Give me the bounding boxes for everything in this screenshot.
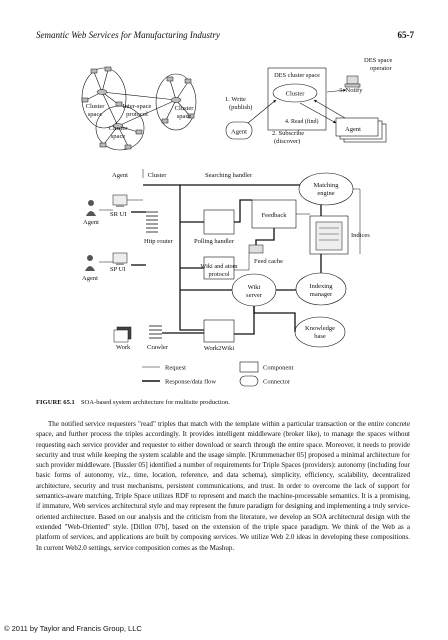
sr-ui-monitor-icon [112, 194, 128, 207]
work-document-icon [113, 326, 132, 343]
cluster-column-label: Cluster [148, 172, 168, 179]
figure-caption: FIGURE 65.1 SOA-based system architecture… [36, 399, 230, 406]
legend-request-label: Request [165, 365, 186, 372]
legend-connector-label: Connector [263, 379, 291, 386]
agent-person-icon-bottom [85, 255, 95, 271]
polling-handler-label: Polling handler [194, 238, 235, 245]
write-publish-label: 1. Write(publish) [225, 96, 252, 111]
cluster-space-right-ring [155, 73, 197, 131]
read-find-label: 4. Read (find) [285, 118, 319, 125]
agent-bottom-label: Agent [82, 275, 98, 282]
des-arrows [247, 88, 347, 124]
crawler-label: Crawler [147, 344, 169, 351]
feed-cache-icon: Feed cache [248, 244, 283, 265]
data-flow-lines [131, 184, 322, 335]
feedback-box: Feedback [251, 199, 297, 229]
searching-handler-label: Searching handler [205, 172, 253, 179]
feed-cache-label: Feed cache [254, 258, 283, 265]
subscribe-discover-label: 2. Subscribe(discover) [272, 130, 304, 145]
indices-icon: Indices [309, 215, 370, 255]
agent-person-icon-top [86, 200, 96, 216]
body-paragraph: The notified service requesters "read" t… [36, 420, 410, 552]
work-label: Work [116, 344, 131, 351]
agent-top-label: Agent [83, 219, 99, 226]
sr-ui-label: SR UI [110, 211, 126, 218]
crawler-icon [149, 325, 162, 339]
des-cluster-space-box: DES cluster space Cluster [267, 67, 327, 131]
agent-left-node: Agent [225, 121, 253, 140]
work2wiki-box: Work2Wiki [203, 319, 234, 352]
cluster-label: Cluster [286, 91, 306, 98]
agent-left-label: Agent [231, 129, 247, 136]
running-head: Semantic Web Services for Manufacturing … [36, 30, 414, 40]
agent-right-label: Agent [345, 126, 361, 133]
running-title: Semantic Web Services for Manufacturing … [36, 30, 220, 40]
notify-label: 3. Notify [339, 87, 363, 94]
cluster-space-left-ring [81, 67, 127, 129]
copyright-notice: © 2011 by Taylor and Francis Group, LLC [4, 624, 142, 633]
sp-ui-monitor-icon [112, 252, 128, 265]
http-router-label: Http router [144, 238, 174, 245]
legend-response-label: Response/data flow [165, 379, 216, 386]
figure-caption-label: FIGURE 65.1 [36, 399, 75, 406]
page-number: 65-7 [397, 30, 415, 40]
feedback-label: Feedback [262, 212, 288, 219]
sp-ui-label: SP UI [110, 266, 125, 273]
network-nodes [81, 66, 195, 150]
work2wiki-label: Work2Wiki [204, 345, 234, 352]
figure-caption-text: SOA-based system architecture for multis… [80, 399, 230, 406]
indices-label: Indices [351, 232, 370, 239]
des-space-operator-icon [344, 75, 361, 88]
agent-column-label: Agent [112, 172, 128, 179]
request-lines [99, 188, 361, 271]
agent-right-stack: Agent [335, 117, 387, 143]
polling-handler-box: Polling handler [194, 209, 235, 245]
des-cluster-space-label: DES cluster space [274, 72, 320, 79]
legend-component-label: Component [263, 365, 294, 372]
http-router-icon [146, 211, 158, 233]
legend: Request Response/data flow Component Con… [142, 361, 294, 387]
